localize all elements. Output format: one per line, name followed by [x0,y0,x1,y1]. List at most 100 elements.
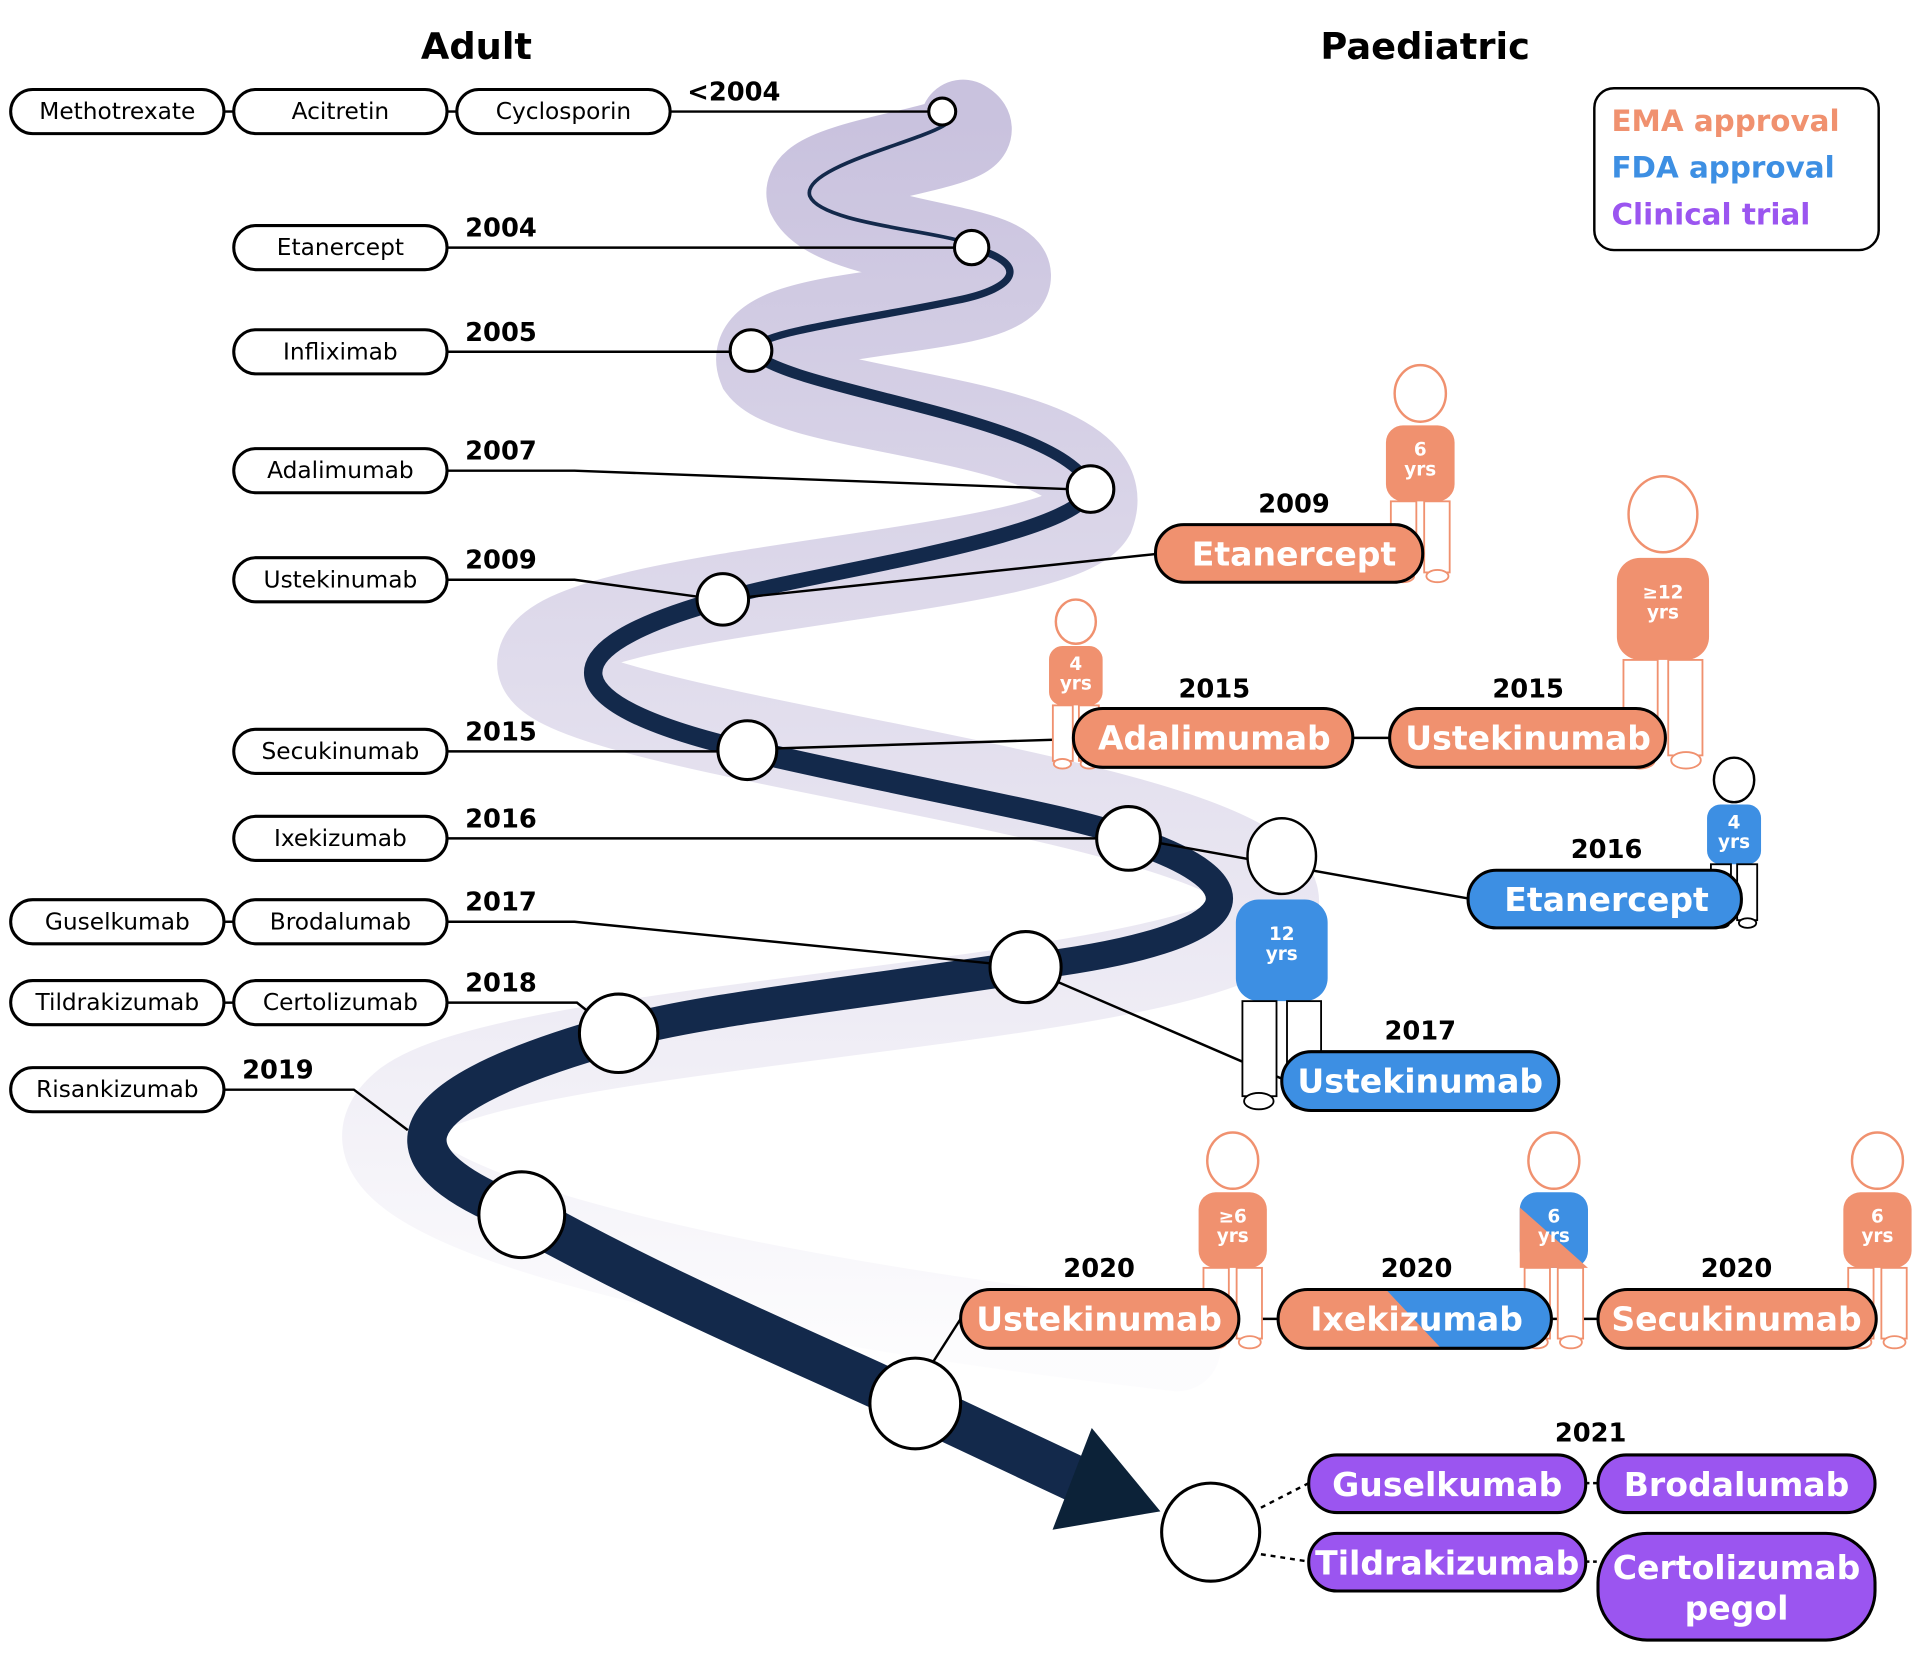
drug-pill-acitretin[interactable]: Acitretin [232,87,449,136]
child-torso [1385,425,1455,502]
ema-fda-pill-ixekizumab[interactable]: Ixekizumab [1276,1287,1553,1350]
ema-pill-secukinumab[interactable]: Secukinumab [1596,1287,1878,1350]
child-age-unit: yrs [1538,1226,1570,1247]
drug-label: Brodalumab [270,908,411,935]
child-head [1206,1131,1260,1191]
year-label: 2016 [465,804,537,834]
drug-label: Ixekizumab [274,825,407,852]
drug-label: Secukinumab [262,738,420,765]
ema-pill-adalimumab[interactable]: Adalimumab [1071,706,1355,769]
drug-label: Certolizumab [263,989,418,1016]
year-label: 2007 [465,437,537,467]
adult-approvals: <2004 Methotrexate Acitretin Cyclosporin… [9,78,780,1114]
child-age-unit: yrs [1404,459,1436,480]
node-2018 [577,992,660,1075]
drug-pill-adalimumab[interactable]: Adalimumab [232,447,449,495]
node-pre2004 [927,96,958,127]
year-label: 2004 [465,214,537,244]
drug-pill-secukinumab[interactable]: Secukinumab [232,727,449,775]
legend: EMA approval FDA approval Clinical trial [1593,87,1880,252]
child-shoe [1737,917,1758,929]
child-leg-right [1423,500,1451,574]
child-age-unit: yrs [1060,673,1092,694]
node-2007 [1065,464,1116,514]
year-label: 2015 [1492,674,1564,704]
paediatric-approvals: 2009 Etanercept 2015 Adalimumab 2015 Ust… [959,489,1878,1642]
adult-heading: Adult [421,25,532,68]
drug-pill-risankizumab[interactable]: Risankizumab [9,1066,226,1114]
child-leg-left [1051,704,1074,762]
year-label: 2015 [1179,674,1251,704]
drug-label-line1: Certolizumab [1613,1548,1861,1587]
child-age-value: 4 [1069,654,1082,675]
child-age-value: ≥6 [1219,1207,1247,1228]
drug-label: Ustekinumab [264,566,418,593]
child-age-value: 4 [1728,812,1741,833]
year-label: 2020 [1063,1254,1135,1284]
child-age-value: 12 [1269,924,1295,945]
drug-pill-methotrexate[interactable]: Methotrexate [9,87,226,136]
paediatric-heading: Paediatric [1320,25,1530,68]
fda-pill-ustekinumab[interactable]: Ustekinumab [1280,1050,1561,1113]
node-2015 [716,719,779,782]
child-torso [1616,557,1710,660]
child-torso [1843,1192,1912,1268]
arrowhead [1052,1427,1161,1530]
child-age-value: ≥12 [1642,583,1683,604]
node-2020 [868,1356,963,1451]
drug-label: Etanercept [277,234,404,261]
ema-pill-ustekinumab-2020[interactable]: Ustekinumab [959,1287,1241,1350]
drug-pill-brodalumab[interactable]: Brodalumab [232,898,449,946]
child-shoe [1559,1335,1583,1350]
drug-label: Adalimumab [1098,718,1331,757]
ema-pill-etanercept[interactable]: Etanercept [1153,523,1425,584]
year-label: 2015 [465,717,537,747]
drug-pill-tildrakizumab[interactable]: Tildrakizumab [9,979,226,1027]
child-leg-right [1235,1266,1263,1340]
drug-label: Adalimumab [267,457,414,484]
child-shoe [1052,758,1072,770]
drug-pill-ixekizumab[interactable]: Ixekizumab [232,814,449,862]
ema-pill-ustekinumab[interactable]: Ustekinumab [1388,706,1667,769]
child-shoe [1243,1091,1275,1111]
drug-pill-certolizumab[interactable]: Certolizumab [232,979,449,1027]
trial-pill-tildrakizumab[interactable]: Tildrakizumab [1307,1531,1588,1593]
drug-pill-ustekinumab[interactable]: Ustekinumab [232,556,449,604]
drug-pill-cyclosporin[interactable]: Cyclosporin [455,87,672,136]
child-shoe [1882,1335,1907,1350]
trial-pill-brodalumab[interactable]: Brodalumab [1596,1453,1877,1515]
drug-label: Ustekinumab [1405,718,1651,757]
node-2017 [988,930,1063,1005]
drug-label: Tildrakizumab [35,989,200,1016]
child-head [1393,363,1448,424]
drug-label: Etanercept [1504,880,1709,919]
drug-label: Acitretin [292,98,390,125]
drug-pill-guselkumab[interactable]: Guselkumab [9,898,226,946]
trial-pill-certolizumab-pegol[interactable]: Certolizumab pegol [1596,1531,1877,1642]
child-age-value: 6 [1547,1207,1560,1228]
drug-pill-infliximab[interactable]: Infliximab [232,328,449,376]
child-age-unit: yrs [1217,1226,1249,1247]
node-2004 [952,228,991,267]
year-label: 2020 [1381,1254,1453,1284]
node-2019 [477,1170,567,1260]
trial-pill-guselkumab[interactable]: Guselkumab [1307,1453,1588,1515]
child-head [1054,598,1098,646]
year-label: 2009 [1258,489,1330,519]
fda-pill-etanercept[interactable]: Etanercept [1466,868,1743,930]
child-shoe [1425,569,1450,584]
drug-label: Risankizumab [36,1076,198,1103]
drug-label: Infliximab [283,338,398,365]
node-2005 [728,328,774,373]
child-age-unit: yrs [1718,832,1750,853]
year-label: 2018 [465,969,537,999]
child-leg-left [1241,1000,1278,1098]
drug-pill-etanercept[interactable]: Etanercept [232,224,449,272]
legend-trial: Clinical trial [1611,197,1810,231]
child-age-unit: yrs [1861,1226,1893,1247]
drug-label: Brodalumab [1624,1465,1850,1504]
road-shadow-band [342,79,1319,1392]
